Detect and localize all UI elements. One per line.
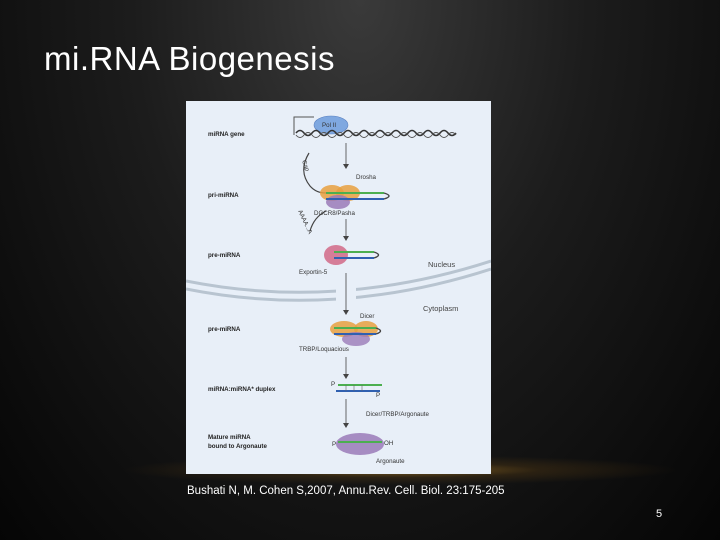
label-pol2: Pol II: [322, 122, 336, 129]
pol2-shape: [313, 115, 349, 135]
biogenesis-figure: miRNA gene pri-miRNA pre-miRNA pre-miRNA…: [186, 101, 491, 474]
duplex-graphic: P P: [331, 381, 382, 399]
pre-mirna-nuclear-graphic: Exportin-5: [299, 245, 380, 276]
label-argonaute: Argonaute: [376, 458, 405, 465]
mature-mirna-graphic: P OH Argonaute: [332, 433, 405, 465]
dna-helix: [295, 129, 457, 137]
dgcr8-shape: [326, 195, 350, 209]
label-oh-mature: OH: [384, 440, 393, 447]
stage-label-pri-mirna: pri-miRNA: [208, 192, 239, 199]
stage-label-mature-1: Mature miRNA: [208, 434, 251, 441]
label-p-mature: P: [332, 441, 336, 448]
label-dgcr8: DGCR8/Pasha: [314, 210, 355, 217]
page-number: 5: [656, 508, 663, 520]
label-p-duplex-right: P: [376, 392, 380, 399]
stage-label-mature-2: bound to Argonaute: [208, 443, 267, 450]
exportin-shape: [324, 245, 348, 265]
stage-label-duplex: miRNA:miRNA* duplex: [208, 386, 276, 393]
stage-label-pre-mirna-2: pre-miRNA: [208, 326, 241, 333]
label-cap: Cap: [300, 159, 311, 173]
biogenesis-diagram: miRNA gene pri-miRNA pre-miRNA pre-miRNA…: [186, 115, 491, 465]
label-polya: AAAA...A: [296, 209, 314, 236]
label-cytoplasm: Cytoplasm: [423, 304, 458, 313]
nuclear-membrane: [186, 259, 491, 311]
label-p-duplex-left: P: [331, 381, 335, 388]
label-dicer-trbp-argo: Dicer/TRBP/Argonaute: [366, 411, 429, 418]
mirna-gene-graphic: Pol II: [293, 115, 457, 138]
trbp-shape: [342, 332, 370, 346]
citation-caption: Bushati N, M. Cohen S,2007, Annu.Rev. Ce…: [187, 485, 505, 497]
label-trbp: TRBP/Loquacious: [299, 346, 349, 353]
stage-label-mirna-gene: miRNA gene: [208, 131, 245, 138]
stage-label-pre-mirna-1: pre-miRNA: [208, 252, 241, 259]
label-dicer: Dicer: [360, 313, 374, 320]
label-drosha: Drosha: [356, 174, 377, 181]
pri-mirna-graphic: Cap AAAA...A Drosha DGCR8/Pasha: [296, 152, 390, 236]
argonaute-shape: [336, 433, 384, 455]
pre-mirna-cytoplasm-graphic: Dicer TRBP/Loquacious: [299, 313, 382, 353]
label-nucleus: Nucleus: [428, 260, 455, 269]
label-exportin: Exportin-5: [299, 269, 328, 276]
slide-title: mi.RNA Biogenesis: [44, 40, 335, 77]
